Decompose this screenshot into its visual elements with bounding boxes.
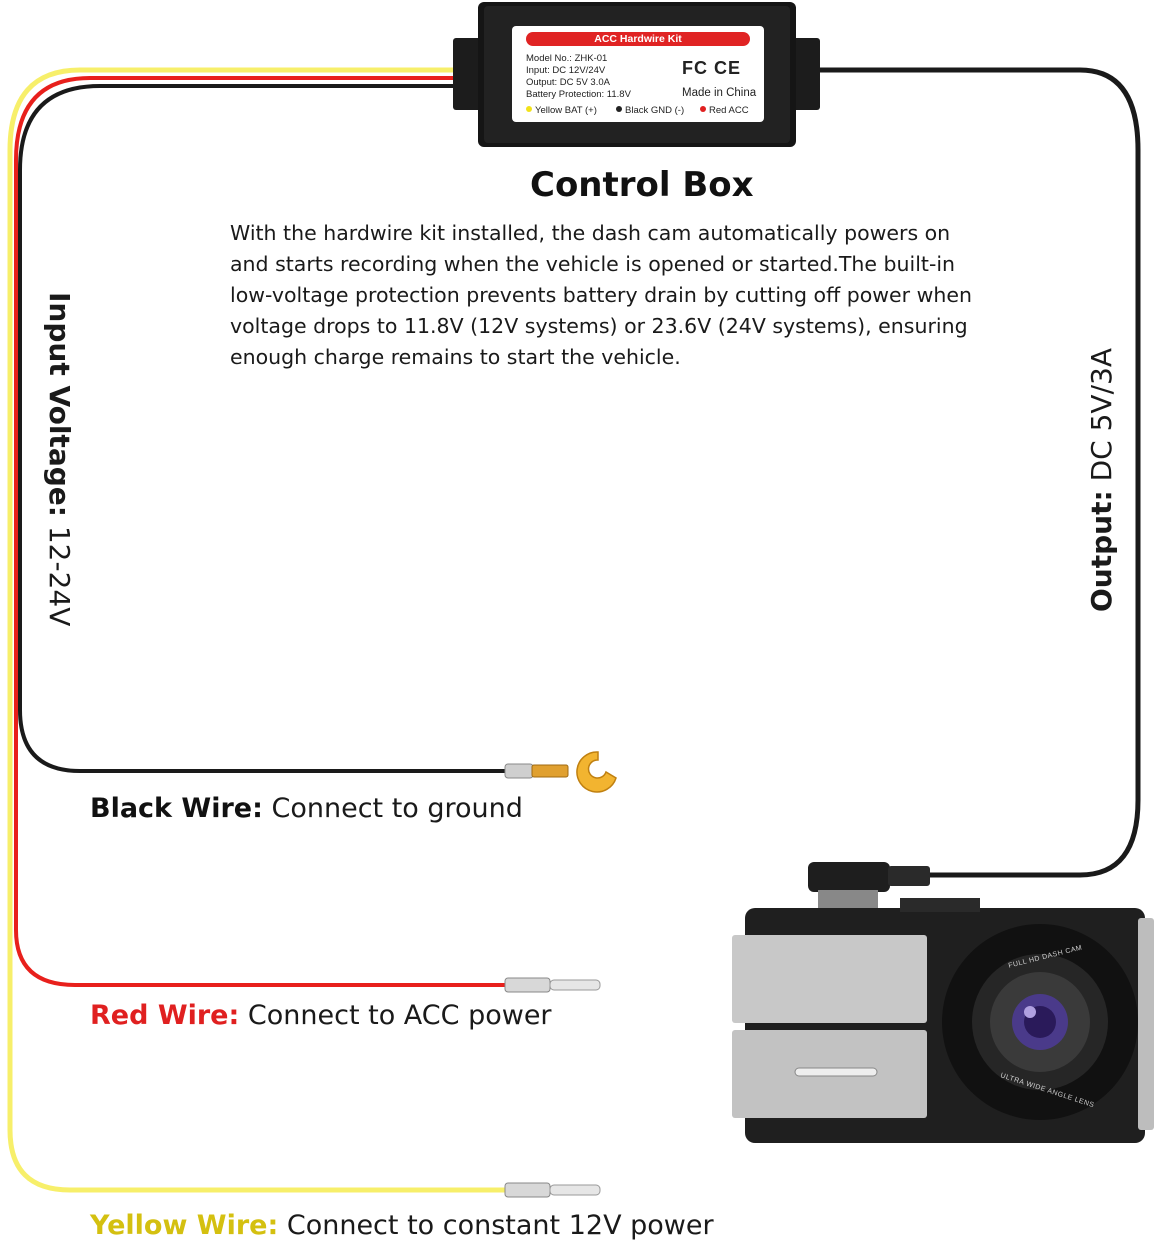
description-line: and starts recording when the vehicle is… <box>230 252 956 276</box>
certification-marks: FC CE <box>682 58 741 78</box>
control-box-header: ACC Hardwire Kit <box>526 32 750 46</box>
description-line: low-voltage protection prevents battery … <box>230 283 972 307</box>
description: With the hardwire kit installed, the das… <box>230 218 1065 373</box>
description-line: voltage drops to 11.8V (12V systems) or … <box>230 314 968 338</box>
legend-red: Red ACC <box>700 105 749 116</box>
yellow-wire-label: Yellow Wire: Connect to constant 12V pow… <box>90 1210 714 1241</box>
page-title: Control Box <box>530 165 754 205</box>
made-in-label: Made in China <box>682 87 757 99</box>
spec-model: Model No.: ZHK-01 <box>526 53 608 64</box>
red-wire-label: Red Wire: Connect to ACC power <box>90 1000 552 1031</box>
legend-black: Black GND (-) <box>616 105 684 116</box>
yellow-wire <box>7 67 505 1193</box>
ring-terminal <box>504 751 617 793</box>
control-box-label: ACC Hardwire Kit Model No.: ZHK-01 Input… <box>512 26 764 122</box>
spec-protection: Battery Protection: 11.8V <box>526 89 631 100</box>
input-voltage-label: Input Voltage: 12-24V <box>43 292 76 627</box>
spec-output: Output: DC 5V 3.0A <box>526 77 610 88</box>
legend-yellow: Yellow BAT (+) <box>526 105 597 116</box>
output-cable <box>815 67 1141 878</box>
output-label: Output: DC 5V/3A <box>1085 348 1118 612</box>
dash-cam: FULL HD DASH CAM ULTRA WIDE ANGLE LENS <box>732 862 1154 1143</box>
red-wire <box>14 76 505 987</box>
black-wire-label: Black Wire: Connect to ground <box>90 793 523 824</box>
red-bullet-connector <box>504 977 601 993</box>
yellow-bullet-connector <box>504 1182 601 1198</box>
black-wire <box>18 84 505 773</box>
spec-input: Input: DC 12V/24V <box>526 65 606 76</box>
description-line: enough charge remains to start the vehic… <box>230 345 681 369</box>
description-line: With the hardwire kit installed, the das… <box>230 221 951 245</box>
